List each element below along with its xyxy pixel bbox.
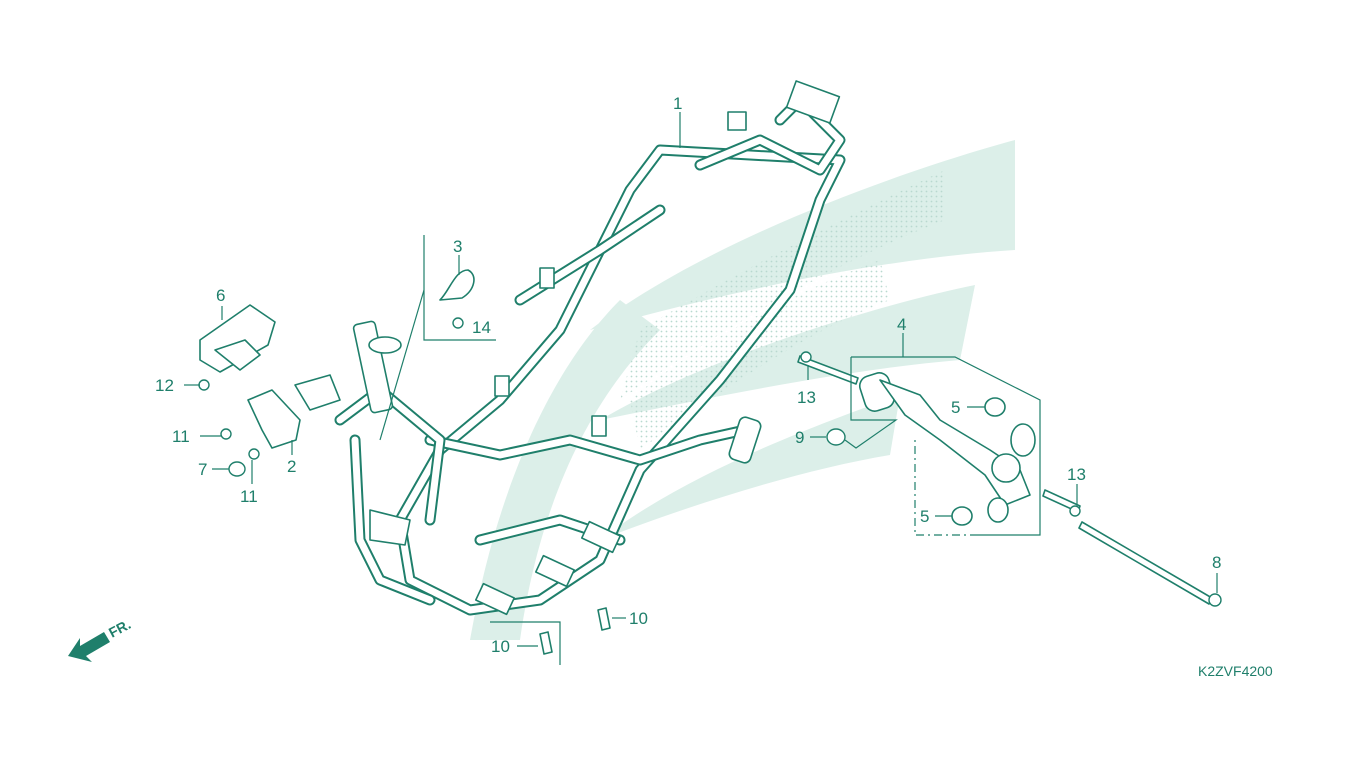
callout-4: 4 [897,315,906,334]
callout-10-left: 10 [491,637,510,656]
callout-7: 7 [198,460,207,479]
frame-body-part-1 [334,80,846,616]
callout-10-right: 10 [629,609,648,628]
callout-2: 2 [287,457,296,476]
callout-13-right: 13 [1067,465,1086,484]
cover-part-6 [199,304,276,373]
callout-3: 3 [453,237,462,256]
callout-8: 8 [1212,553,1221,572]
fasteners [198,269,846,655]
callout-5-upper: 5 [951,398,960,417]
callout-11-lower: 11 [240,487,258,506]
wing-watermark [470,140,1015,640]
leader-lines [184,112,1218,665]
callouts: 1 2 3 4 5 5 6 7 8 9 10 10 11 11 12 13 13… [155,94,1221,656]
callout-11-upper: 11 [172,427,190,446]
callout-14: 14 [472,318,491,337]
callout-12: 12 [155,376,174,395]
front-label: FR. [106,616,133,641]
callout-1: 1 [673,94,682,113]
diagram-code: K2ZVF4200 [1198,663,1273,679]
engine-hanger-part-4 [797,351,1222,607]
callout-13-left: 13 [797,388,816,407]
callout-9: 9 [795,428,804,447]
front-direction-arrow: FR. [68,616,133,662]
callout-5-lower: 5 [920,507,929,526]
bracket-part-2 [247,374,341,449]
callout-6: 6 [216,286,225,305]
